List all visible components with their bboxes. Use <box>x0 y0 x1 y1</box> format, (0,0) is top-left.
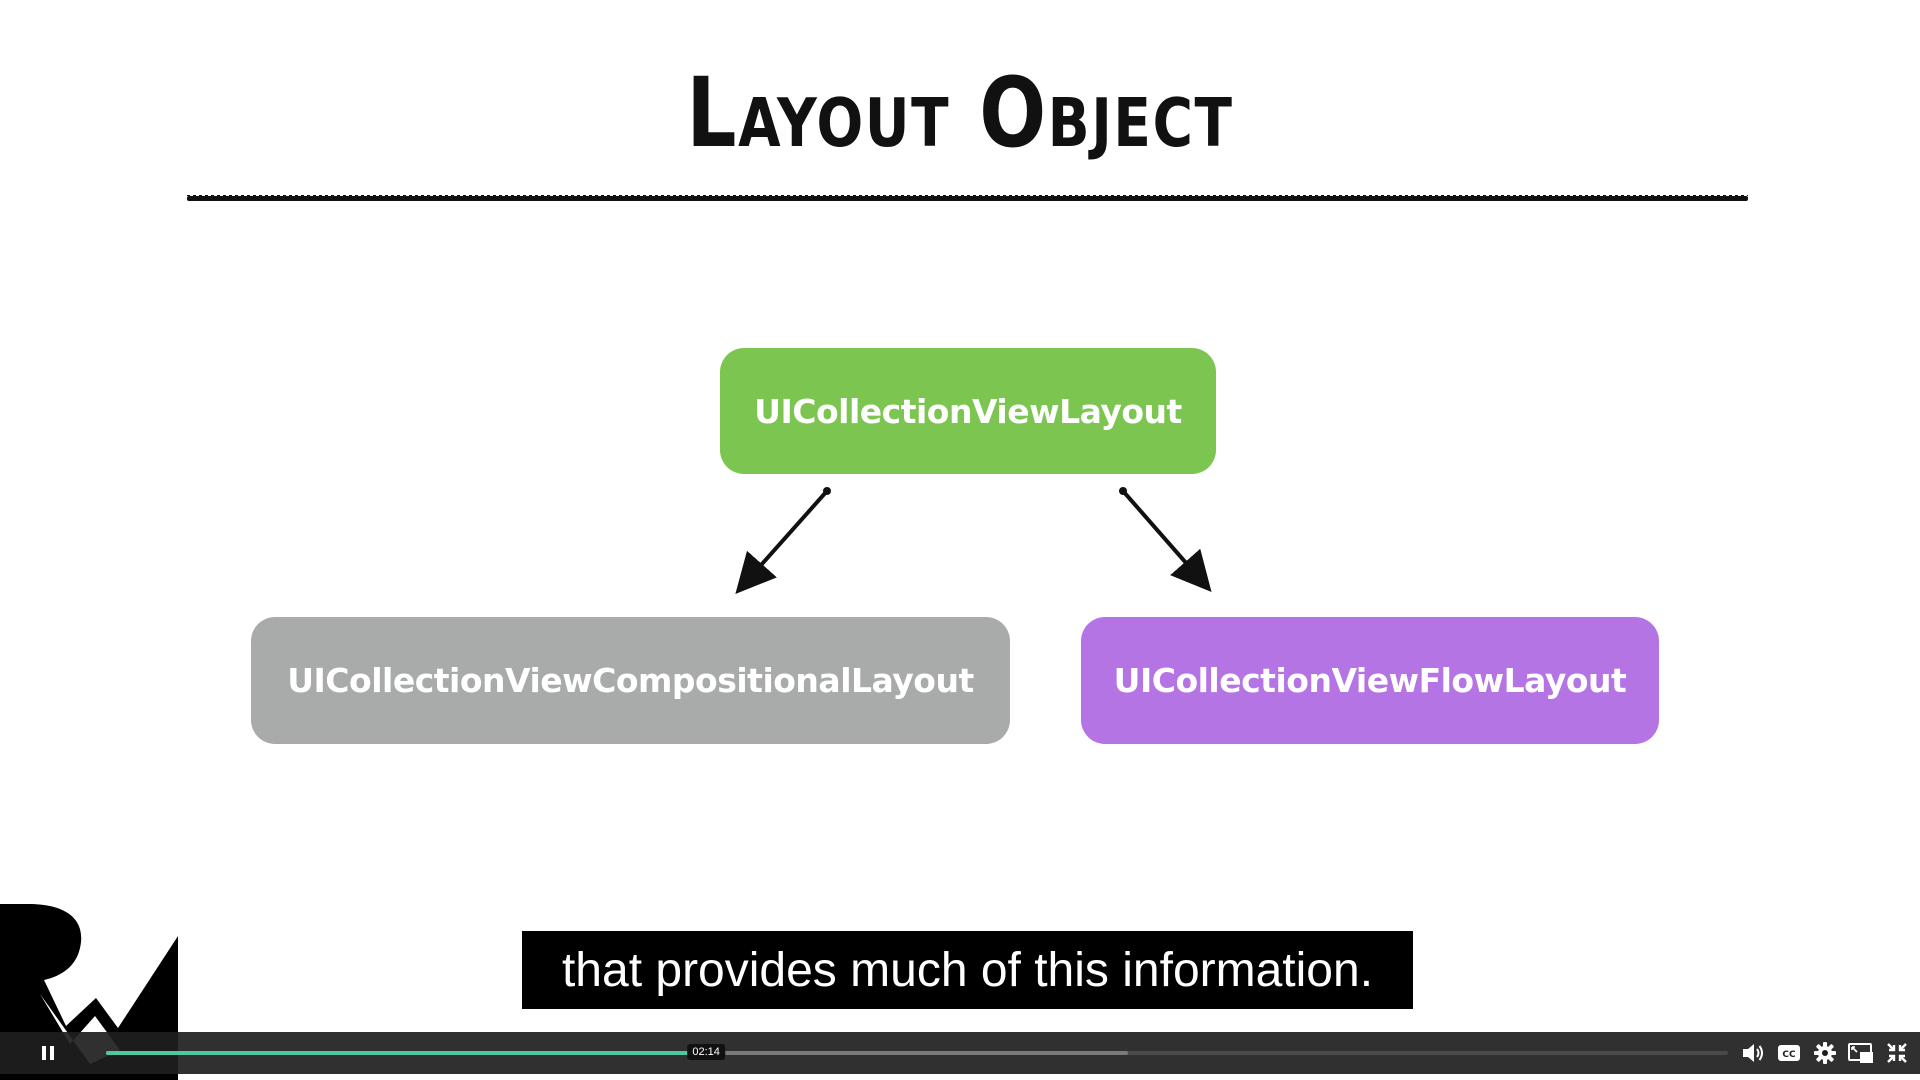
arrow-to-compositional <box>735 489 829 594</box>
arrow-origin-right <box>1119 487 1127 495</box>
pause-button[interactable] <box>36 1041 60 1065</box>
caption-box: that provides much of this information. <box>522 931 1413 1009</box>
title-divider <box>187 195 1748 201</box>
node-parent-label: UICollectionViewLayout <box>754 391 1182 431</box>
exit-fullscreen-icon <box>1887 1043 1907 1063</box>
node-uicollectionviewlayout: UICollectionViewLayout <box>720 348 1216 474</box>
captions-icon: CC <box>1778 1045 1800 1061</box>
captions-button[interactable]: CC <box>1776 1040 1802 1066</box>
progress-bar[interactable]: 02:14 <box>106 1044 1728 1060</box>
volume-icon <box>1743 1044 1763 1062</box>
control-icons: CC <box>1740 1038 1910 1068</box>
played-range <box>106 1051 707 1055</box>
caption-text: that provides much of this information. <box>561 943 1374 997</box>
arrow-origin-left <box>823 487 831 495</box>
hover-time-tooltip: 02:14 <box>687 1044 725 1060</box>
pause-icon <box>42 1046 46 1060</box>
slide-title: Layout Object <box>686 57 1234 169</box>
node-left-label: UICollectionViewCompositionalLayout <box>287 661 974 700</box>
node-compositional-layout: UICollectionViewCompositionalLayout <box>251 617 1010 744</box>
settings-icon <box>1814 1042 1836 1064</box>
settings-button[interactable] <box>1812 1040 1838 1066</box>
arrow-to-flow <box>1121 489 1212 593</box>
node-right-label: UICollectionViewFlowLayout <box>1113 661 1627 700</box>
exit-fullscreen-button[interactable] <box>1884 1040 1910 1066</box>
picture-in-picture-icon <box>1848 1043 1873 1063</box>
volume-button[interactable] <box>1740 1040 1766 1066</box>
picture-in-picture-button[interactable] <box>1848 1040 1874 1066</box>
player-controls: 02:14 CC <box>0 1032 1920 1074</box>
node-flow-layout: UICollectionViewFlowLayout <box>1081 617 1659 744</box>
